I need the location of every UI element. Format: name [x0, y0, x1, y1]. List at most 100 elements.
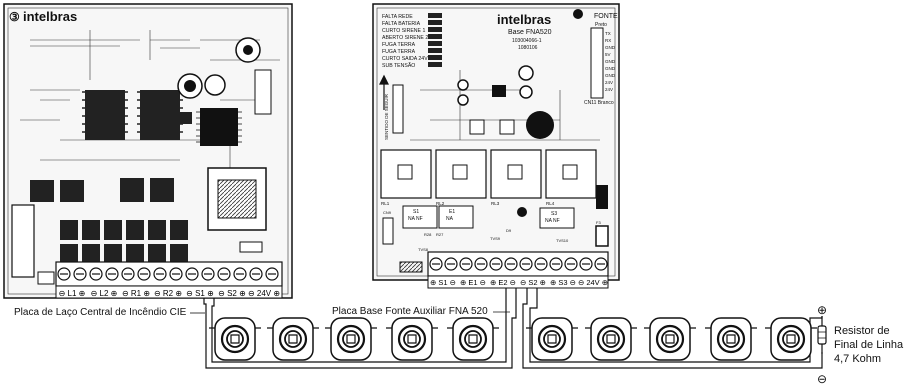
- left-chip-pins: [196, 111, 242, 143]
- switch-e1-sub: NA: [446, 216, 454, 222]
- smoke-detector: [209, 317, 261, 361]
- relay-labels: RL1 RL2 RL3 RL4: [381, 201, 555, 206]
- terminal-label-e1: ⊕ E1 ⊖: [460, 278, 486, 287]
- label-tvs10: TVS10: [556, 238, 569, 243]
- smoke-detector: [386, 317, 438, 361]
- smoke-detector: [705, 317, 757, 361]
- label-f3: F3: [596, 220, 601, 225]
- status-label-3: CURTO SIRENE 1: [382, 28, 425, 34]
- right-board-caption: Placa Base Fonte Auxiliar FNA 520: [332, 306, 488, 317]
- relay-1: [380, 149, 432, 199]
- left-board-slot: [11, 204, 35, 278]
- left-pcb-traces: [20, 30, 280, 180]
- fonte-label: FONTE: [594, 13, 618, 20]
- right-capacitor-c2: [519, 85, 533, 99]
- right-terminal-block: [427, 251, 609, 289]
- right-part: 1080106: [518, 45, 538, 51]
- terminal-label-s2-right: ⊖ S2 ⊕: [520, 278, 546, 287]
- status-labels: FALTA REDE FALTA BATERIA CURTO SIRENE 1 …: [382, 14, 428, 69]
- right-ic-2: [469, 119, 485, 135]
- resistor-plus: ⊕: [817, 303, 827, 317]
- status-label-2: FALTA BATERIA: [382, 21, 421, 27]
- vertical-label: SENTIDO DE SEGUIR: [384, 93, 389, 140]
- terminal-label-r1: ⊖ R1 ⊕: [122, 289, 150, 298]
- status-label-6: FUGA TERRA: [382, 49, 416, 55]
- left-terminal-labels: ⊖ L1 ⊕ ⊖ L2 ⊕ ⊖ R1 ⊕ ⊖ R2 ⊕ ⊖ S1 ⊕ ⊖ S2 …: [59, 289, 280, 298]
- terminal-label-e2: ⊕ E2 ⊖: [490, 278, 516, 287]
- resistor-label-1: Resistor de: [834, 325, 890, 337]
- left-terminal-block: [55, 261, 283, 299]
- resistor-minus: ⊖: [817, 372, 827, 385]
- label-r28: R28: [424, 232, 432, 237]
- board-number: ③: [9, 10, 20, 24]
- left-board-caption: Placa de Laço Central de Incêndio CIE: [14, 307, 187, 318]
- smoke-detector: [644, 317, 696, 361]
- relay-label-3: RL3: [491, 201, 500, 206]
- fonte-pin-gnd3: GND: [605, 66, 616, 71]
- fonte-pin-gnd1: GND: [605, 45, 616, 50]
- fonte-pin-gnd4: GND: [605, 73, 616, 78]
- terminal-label-s1: ⊖ S1 ⊕: [186, 289, 214, 298]
- relays: [380, 149, 597, 199]
- terminal-label-s3: ⊕ S3 ⊖: [550, 278, 576, 287]
- right-side-component: [596, 185, 608, 209]
- side-connector: [392, 84, 404, 134]
- relay-2: [435, 149, 487, 199]
- switch-s1-sub: NA NF: [408, 216, 423, 222]
- terminal-label-l2: ⊖ L2 ⊕: [91, 289, 118, 298]
- wire-right-loop-outer: [522, 288, 823, 369]
- right-ic-3: [499, 119, 515, 135]
- switch-row: [402, 205, 575, 229]
- switch-s3: S3: [551, 211, 557, 217]
- end-of-line-resistor: ⊕ ⊖ Resistor de Final de Linha 4,7 Kohm: [817, 303, 904, 385]
- detectors: [209, 317, 817, 361]
- left-transformer-core: [217, 179, 257, 219]
- wire-right-loop-inner: [529, 288, 823, 363]
- right-terminal-labels: ⊕ S1 ⊖ ⊕ E1 ⊖ ⊕ E2 ⊖ ⊖ S2 ⊕ ⊕ S3 ⊖ ⊖ 24V…: [430, 278, 608, 287]
- wire-left-loop-inner: [211, 288, 507, 363]
- right-pcb-traces: [410, 70, 600, 141]
- terminal-label-24v: ⊖ 24V ⊕: [248, 289, 280, 298]
- smoke-detector: [447, 317, 499, 361]
- fonte-pin-rx: RX: [605, 38, 611, 43]
- small-component-labels: R28 R27 TVS8 TVS9 TVS10 D9 F3 CN9: [383, 210, 601, 252]
- status-leds: [428, 13, 442, 67]
- fonte-connector: [590, 27, 604, 99]
- right-ic: [492, 85, 506, 97]
- fonte-pin-5v: 5V: [605, 52, 611, 57]
- terminal-label-24v-right: ⊖ 24V ⊕: [578, 278, 608, 287]
- fonte-pin-tx: TX: [605, 31, 611, 36]
- right-mount-dot: [573, 9, 583, 19]
- direction-arrow: [379, 74, 389, 110]
- right-dot-grid: [399, 261, 423, 273]
- left-capacitor-3-core: [243, 45, 253, 55]
- label-d9: D9: [506, 228, 512, 233]
- right-model: Base FNA520: [508, 29, 552, 36]
- status-label-4: ABERTO SIRENE 2: [382, 35, 428, 41]
- smoke-detector: [267, 317, 319, 361]
- right-capacitor-c4: [457, 94, 469, 106]
- right-mount-dot-2: [517, 207, 527, 217]
- right-caption-bg: [330, 303, 492, 317]
- status-label-5: FUGA TERRA: [382, 42, 416, 48]
- left-header: [254, 69, 272, 115]
- wire-left-loop-outer: [203, 288, 517, 369]
- left-capacitor-1-core: [184, 80, 196, 92]
- smoke-detector: [585, 317, 637, 361]
- fonte-pin-24v1: 24V: [605, 80, 613, 85]
- terminal-label-s1-right: ⊕ S1 ⊖: [430, 278, 456, 287]
- label-tvs9: TVS9: [490, 236, 501, 241]
- switch-e1: E1: [449, 209, 455, 215]
- fonte-sub: Preto: [595, 22, 607, 28]
- left-capacitor-2: [204, 74, 226, 96]
- right-brand-logo: intelbras: [497, 12, 551, 27]
- cn11-label: CN11 Branco: [584, 100, 614, 106]
- relay-3: [490, 149, 542, 199]
- terminal-label-r2: ⊖ R2 ⊕: [154, 289, 182, 298]
- left-board: ③ intelbras: [3, 3, 293, 318]
- terminal-label-s2: ⊖ S2 ⊕: [218, 289, 246, 298]
- label-tvs8: TVS8: [418, 247, 429, 252]
- right-code: 103004066-1: [512, 38, 542, 44]
- switch-s1: S1: [413, 209, 419, 215]
- smoke-detector: [765, 317, 817, 361]
